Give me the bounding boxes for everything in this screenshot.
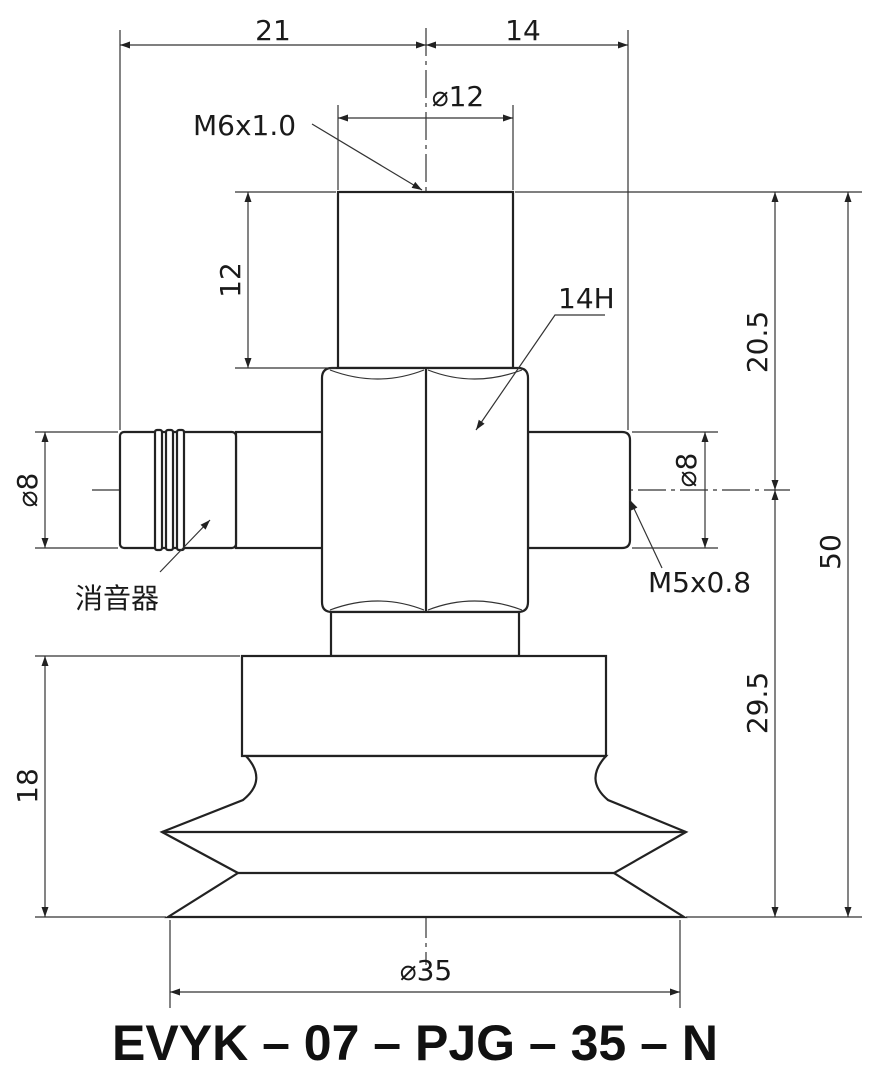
dim-top-left-width: 21 <box>255 14 291 47</box>
leader-thread-top <box>311 123 423 191</box>
dim-cup-diameter: ⌀35 <box>400 954 453 987</box>
right-side-port <box>526 430 632 550</box>
leader-silencer <box>159 519 211 573</box>
label-thread-top: M6x1.0 <box>193 109 296 142</box>
leader-hex <box>475 314 605 431</box>
dim-lower-height: 29.5 <box>741 672 774 734</box>
suction-cup <box>159 754 689 919</box>
dim-top-diameter: ⌀12 <box>432 80 485 113</box>
cup-holder <box>240 654 608 758</box>
dim-cup-height: 18 <box>11 768 44 804</box>
dim-right-diameter: ⌀8 <box>670 453 703 488</box>
silencer <box>118 428 326 552</box>
dim-top-right-width: 14 <box>505 14 541 47</box>
neck <box>329 610 521 658</box>
model-code: EVYK – 07 – PJG – 35 – N <box>112 1015 718 1071</box>
dim-total-height: 50 <box>814 534 847 570</box>
top-stem <box>336 190 515 370</box>
hex-body <box>320 366 530 614</box>
leader-thread-side <box>629 499 663 569</box>
dim-left-diameter: ⌀8 <box>11 473 44 508</box>
dim-stem-height: 12 <box>214 262 247 298</box>
label-hex-size: 14H <box>558 282 615 315</box>
label-thread-side: M5x0.8 <box>648 566 751 599</box>
dim-upper-height: 20.5 <box>741 311 774 373</box>
label-silencer: 消音器 <box>75 582 159 615</box>
